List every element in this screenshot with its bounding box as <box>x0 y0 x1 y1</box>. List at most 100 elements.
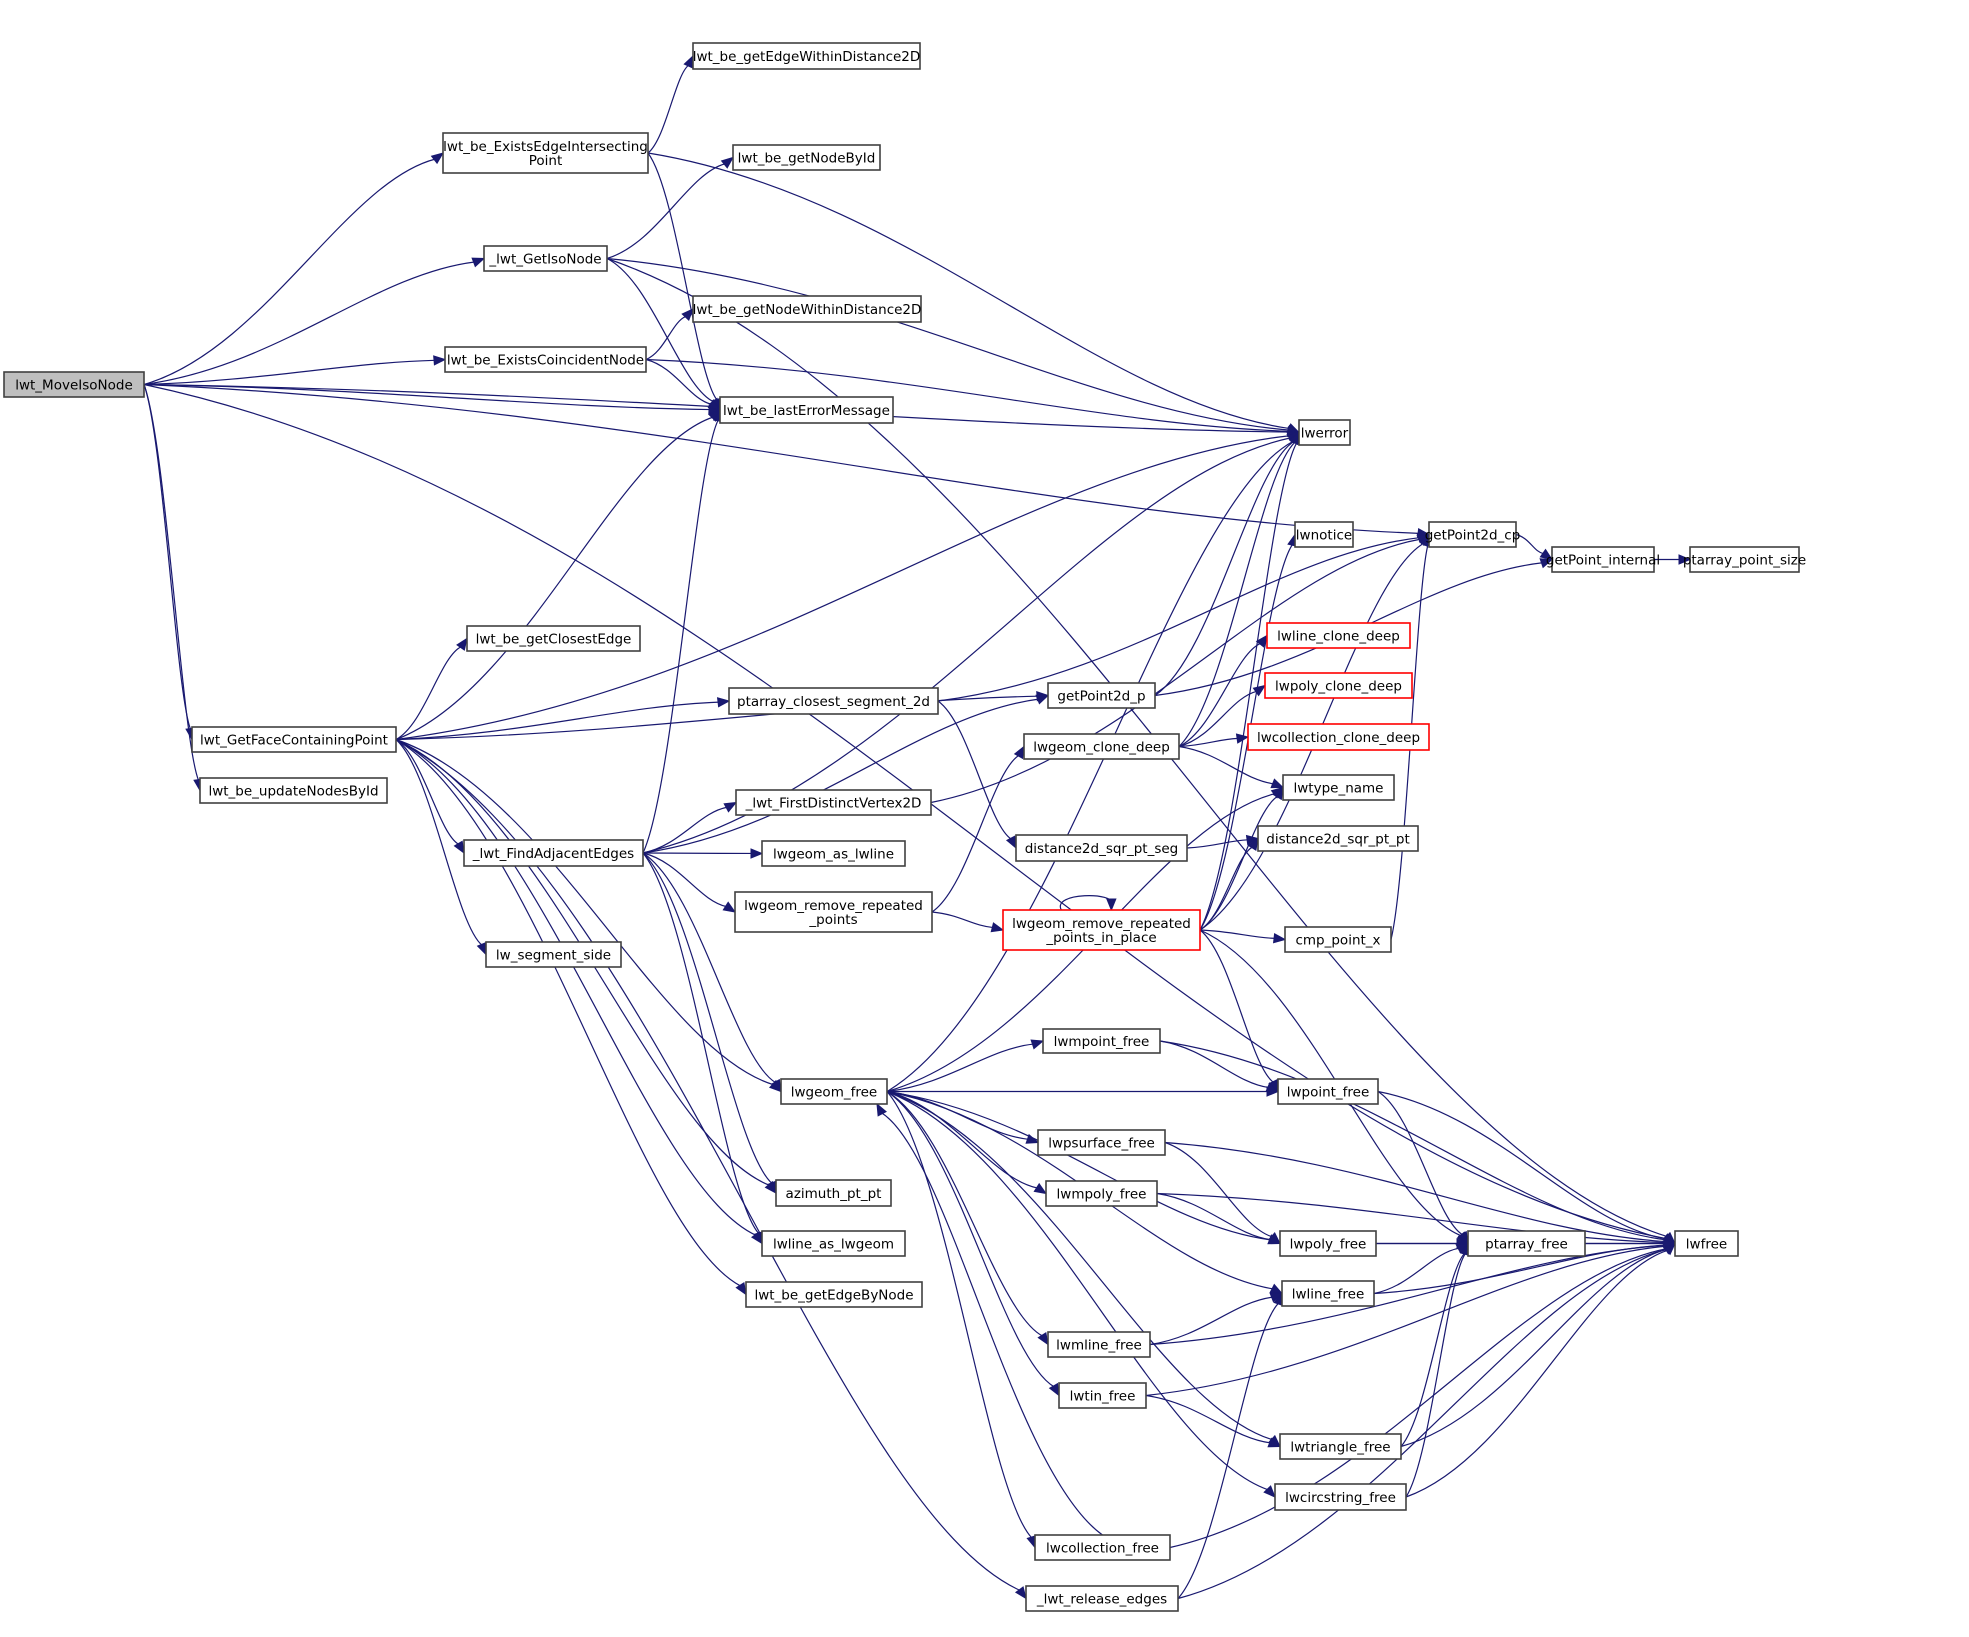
node-lwt-be-existscoincidentnode[interactable]: lwt_be_ExistsCoincidentNode <box>444 346 647 373</box>
node-box[interactable] <box>1277 1078 1379 1105</box>
node-box[interactable] <box>1294 521 1354 548</box>
node-box[interactable] <box>761 1230 906 1257</box>
node-lwtriangle-free[interactable]: lwtriangle_free <box>1279 1433 1402 1460</box>
node-lwmpoly-free[interactable]: lwmpoly_free <box>1045 1180 1158 1207</box>
node-lwline-free[interactable]: lwline_free <box>1281 1280 1375 1307</box>
node-getpoint-internal[interactable]: getPoint_internal <box>1546 546 1660 573</box>
node-box[interactable] <box>692 295 922 323</box>
node-lwmline-free[interactable]: lwmline_free <box>1047 1331 1151 1358</box>
node-box[interactable] <box>780 1078 888 1105</box>
node-ptarray-point-size[interactable]: ptarray_point_size <box>1683 546 1806 573</box>
node-lwt-getisonode[interactable]: _lwt_GetIsoNode <box>483 245 608 272</box>
node-azimuth-pt-pt[interactable]: azimuth_pt_pt <box>775 1179 892 1207</box>
node-box[interactable] <box>199 777 388 804</box>
node-box[interactable] <box>442 132 649 174</box>
node-box[interactable] <box>1282 774 1395 801</box>
node-box[interactable] <box>719 396 894 424</box>
node-box[interactable] <box>1045 1180 1158 1207</box>
node-lwgeom-clone-deep[interactable]: lwgeom_clone_deep <box>1023 733 1180 760</box>
node-lwt-release-edges[interactable]: _lwt_release_edges <box>1025 1585 1179 1612</box>
node-lwt-be-updatenodesbyid[interactable]: lwt_be_updateNodesById <box>199 777 388 804</box>
node-box[interactable] <box>1058 1382 1147 1409</box>
node-lwt-findadjacentedges[interactable]: _lwt_FindAdjacentEdges <box>463 839 644 867</box>
node-box[interactable] <box>483 245 608 272</box>
node-box[interactable] <box>1284 926 1392 953</box>
node-distance2d-sqr-pt-seg[interactable]: distance2d_sqr_pt_seg <box>1015 834 1188 862</box>
node-lwerror[interactable]: lwerror <box>1298 419 1351 446</box>
node-box[interactable] <box>3 371 145 398</box>
node-lwcircstring-free[interactable]: lwcircstring_free <box>1274 1483 1407 1511</box>
node-lwt-be-getclosestedge[interactable]: lwt_be_getClosestEdge <box>466 625 641 652</box>
node-box[interactable] <box>1689 546 1800 573</box>
node-getpoint2d-p[interactable]: getPoint2d_p <box>1047 682 1156 709</box>
node-ptarray-closest-segment-2d[interactable]: ptarray_closest_segment_2d <box>728 687 939 715</box>
node-box[interactable] <box>1025 1585 1179 1612</box>
node-box[interactable] <box>1674 1230 1739 1257</box>
node-box[interactable] <box>1281 1280 1375 1307</box>
node-lwline-as-lwgeom[interactable]: lwline_as_lwgeom <box>761 1230 906 1257</box>
node-ptarray-free[interactable]: ptarray_free <box>1467 1230 1586 1257</box>
node-lwpsurface-free[interactable]: lwpsurface_free <box>1037 1129 1166 1156</box>
node-lwcollection-free[interactable]: lwcollection_free <box>1034 1534 1171 1561</box>
node-box[interactable] <box>775 1179 892 1207</box>
node-lwgeom-remove-repeated-points-in-place[interactable]: lwgeom_remove_repeated_points_in_place <box>1002 909 1201 951</box>
node-box[interactable] <box>1034 1534 1171 1561</box>
node-box[interactable] <box>191 726 397 753</box>
node-getpoint2d-cp[interactable]: getPoint2d_cp <box>1425 521 1521 548</box>
node-box[interactable] <box>485 941 622 968</box>
node-box[interactable] <box>1023 733 1180 760</box>
node-box[interactable] <box>1298 419 1351 446</box>
node-box[interactable] <box>1047 1331 1151 1358</box>
node-lwt-be-getnodewithindistance2d[interactable]: lwt_be_getNodeWithinDistance2D <box>692 295 922 323</box>
node-box[interactable] <box>1247 723 1430 751</box>
node-box[interactable] <box>1264 672 1413 699</box>
node-box[interactable] <box>1037 1129 1166 1156</box>
node-box[interactable] <box>735 789 932 816</box>
node-lwgeom-free[interactable]: lwgeom_free <box>780 1078 888 1105</box>
node-box[interactable] <box>745 1281 923 1308</box>
node-box[interactable] <box>1002 909 1201 951</box>
node-lwt-be-lasterrormessage[interactable]: lwt_be_lastErrorMessage <box>719 396 894 424</box>
node-lwt-be-getnodebyid[interactable]: lwt_be_getNodeById <box>732 144 881 171</box>
node-lwgeom-remove-repeated-points[interactable]: lwgeom_remove_repeated_points <box>734 891 933 933</box>
node-box[interactable] <box>1047 682 1156 709</box>
node-distance2d-sqr-pt-pt[interactable]: distance2d_sqr_pt_pt <box>1257 825 1419 852</box>
node-box[interactable] <box>761 840 906 867</box>
node-lwt-be-getedgebynode[interactable]: lwt_be_getEdgeByNode <box>745 1281 923 1308</box>
node-lwgeom-as-lwline[interactable]: lwgeom_as_lwline <box>761 840 906 867</box>
node-box[interactable] <box>1551 546 1655 573</box>
node-lw-segment-side[interactable]: lw_segment_side <box>485 941 622 968</box>
node-box[interactable] <box>1467 1230 1586 1257</box>
node-lwnotice[interactable]: lwnotice <box>1294 521 1354 548</box>
node-lwpoly-free[interactable]: lwpoly_free <box>1279 1230 1377 1257</box>
node-lwline-clone-deep[interactable]: lwline_clone_deep <box>1266 622 1411 649</box>
node-box[interactable] <box>1015 834 1188 862</box>
node-box[interactable] <box>463 839 644 867</box>
node-lwcollection-clone-deep[interactable]: lwcollection_clone_deep <box>1247 723 1430 751</box>
node-lwpoint-free[interactable]: lwpoint_free <box>1277 1078 1379 1105</box>
node-box[interactable] <box>732 144 881 171</box>
node-box[interactable] <box>728 687 939 715</box>
node-box[interactable] <box>734 891 933 933</box>
node-box[interactable] <box>1266 622 1411 649</box>
node-lwmpoint-free[interactable]: lwmpoint_free <box>1042 1028 1161 1054</box>
node-lwfree[interactable]: lwfree <box>1674 1230 1739 1257</box>
node-box[interactable] <box>1257 825 1419 852</box>
node-cmp-point-x[interactable]: cmp_point_x <box>1284 926 1392 953</box>
node-box[interactable] <box>444 346 647 373</box>
node-lwpoly-clone-deep[interactable]: lwpoly_clone_deep <box>1264 672 1413 699</box>
node-lwt-moveisonode[interactable]: lwt_MoveIsoNode <box>3 371 145 398</box>
node-lwt-getfacecontainingpoint[interactable]: lwt_GetFaceContainingPoint <box>191 726 397 753</box>
node-box[interactable] <box>1428 521 1517 548</box>
node-box[interactable] <box>1042 1028 1161 1054</box>
node-lwtin-free[interactable]: lwtin_free <box>1058 1382 1147 1409</box>
node-box[interactable] <box>466 625 641 652</box>
node-box[interactable] <box>1279 1433 1402 1460</box>
node-box[interactable] <box>692 42 921 70</box>
node-box[interactable] <box>1279 1230 1377 1257</box>
node-lwt-firstdistinctvertex2d[interactable]: _lwt_FirstDistinctVertex2D <box>735 789 932 816</box>
node-lwtype-name[interactable]: lwtype_name <box>1282 774 1395 801</box>
node-lwt-be-getedgewithindistance2d[interactable]: lwt_be_getEdgeWithinDistance2D <box>692 42 921 70</box>
node-box[interactable] <box>1274 1483 1407 1511</box>
